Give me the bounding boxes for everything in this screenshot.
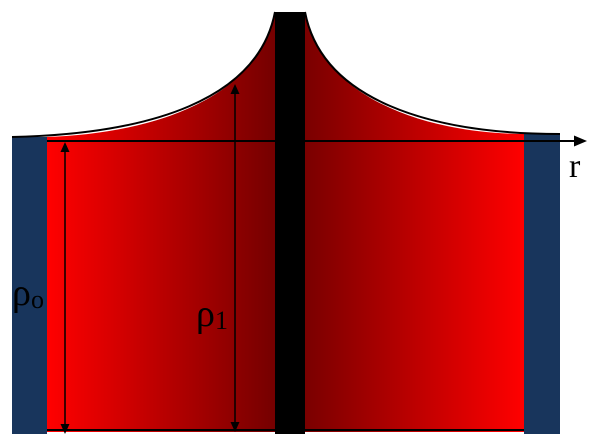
central-rod <box>275 12 305 434</box>
r-axis-label: r <box>569 148 581 185</box>
fluid-surface-outline <box>11 11 561 138</box>
arrow-down-icon <box>230 422 240 432</box>
arrow-down-icon <box>60 424 70 434</box>
arrow-up-icon <box>230 84 240 94</box>
r-axis <box>47 135 587 147</box>
rho-outer-label: ρo <box>12 272 44 314</box>
r-axis-arrow-icon <box>574 135 587 147</box>
arrow-up-icon <box>60 142 70 152</box>
container-wall-left <box>12 137 47 434</box>
rho-inner-label: ρ1 <box>196 293 228 335</box>
container-wall-right <box>524 134 560 434</box>
rho-outer-arrow <box>60 142 70 434</box>
rho-inner-arrow <box>230 84 240 432</box>
